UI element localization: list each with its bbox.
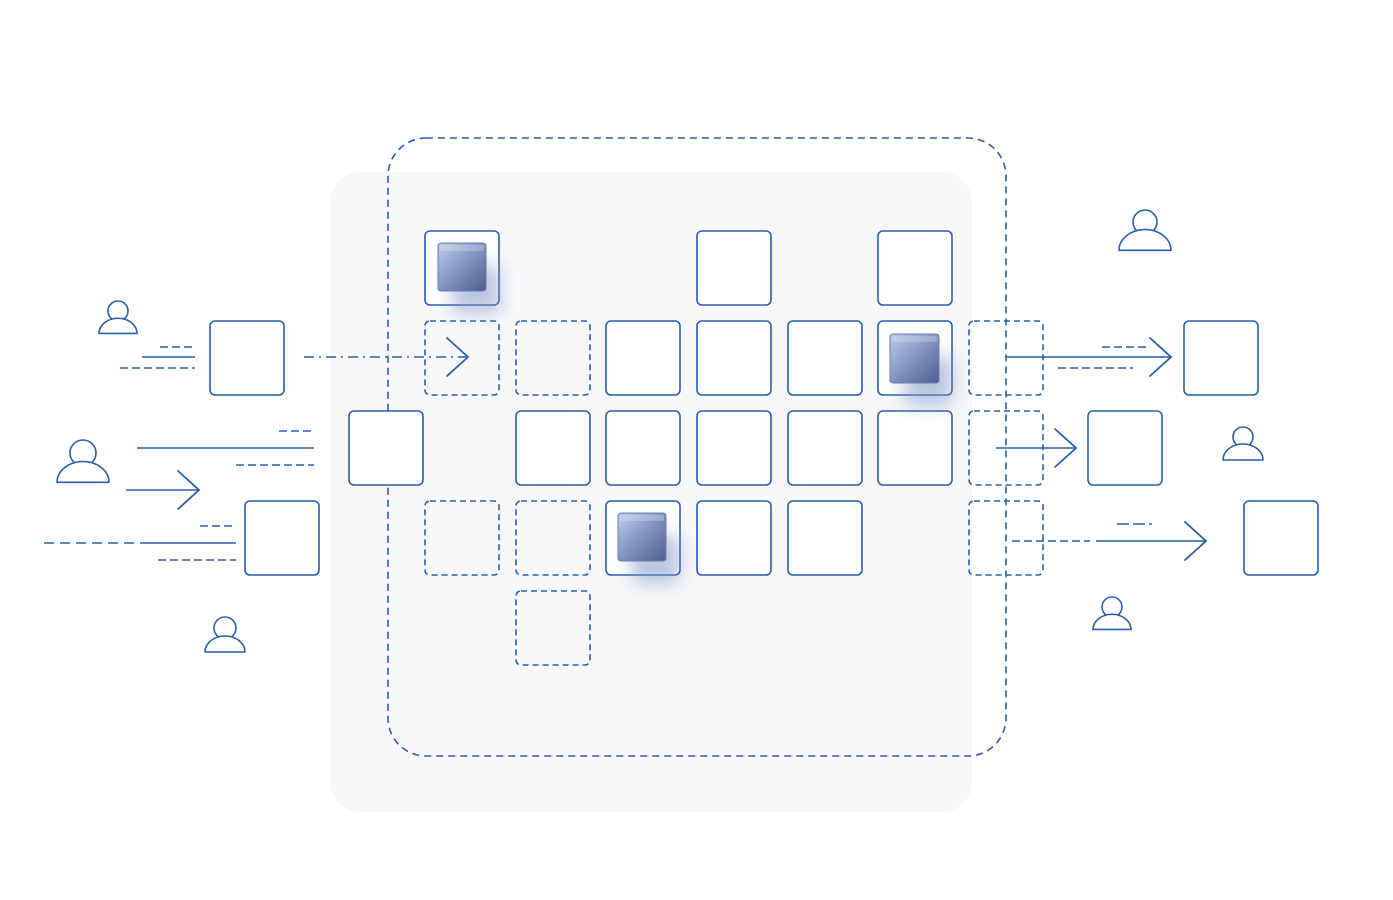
grid-tile [696, 410, 772, 486]
flow-lines [44, 337, 1208, 561]
dashed-slot [424, 500, 500, 576]
person-icon [56, 439, 110, 484]
person-icon [1222, 426, 1264, 461]
arrow-right-icon [1149, 337, 1173, 377]
grid-tile [877, 410, 953, 486]
arrow-right-icon [1184, 521, 1208, 561]
person-icon [98, 300, 138, 335]
cube-icon [617, 512, 680, 583]
output-tile [1243, 500, 1319, 576]
person-icon [204, 616, 246, 653]
output-tile [1183, 320, 1259, 396]
input-tile [209, 320, 285, 396]
grid-tile [787, 320, 863, 396]
output-tile [1087, 410, 1163, 486]
grid-tile [787, 500, 863, 576]
input-tile [244, 500, 320, 576]
dashed-slot [515, 590, 591, 666]
grid-tile [787, 410, 863, 486]
cube-icon [889, 333, 953, 405]
dashed-slot [515, 500, 591, 576]
cube-group [437, 242, 953, 583]
arrow-right-icon [446, 337, 470, 377]
input-tile [348, 410, 424, 486]
grid-tile [877, 230, 953, 306]
cube-icon [437, 242, 500, 313]
arrow-right-icon [177, 470, 201, 510]
grid-tile [696, 500, 772, 576]
dashed-slot [968, 500, 1044, 576]
people-group [56, 209, 1264, 653]
dashed-slot [968, 320, 1044, 396]
grid-tile [515, 410, 591, 486]
arrow-right-icon [1054, 428, 1078, 468]
dashed-slot [424, 320, 500, 396]
person-icon [1118, 209, 1172, 252]
grid-tile [605, 410, 681, 486]
dashed-boundary [387, 137, 1007, 757]
person-icon [1092, 596, 1132, 631]
dashed-slot [515, 320, 591, 396]
grid-tile [605, 320, 681, 396]
grid-tile [696, 320, 772, 396]
grid-tile [696, 230, 772, 306]
